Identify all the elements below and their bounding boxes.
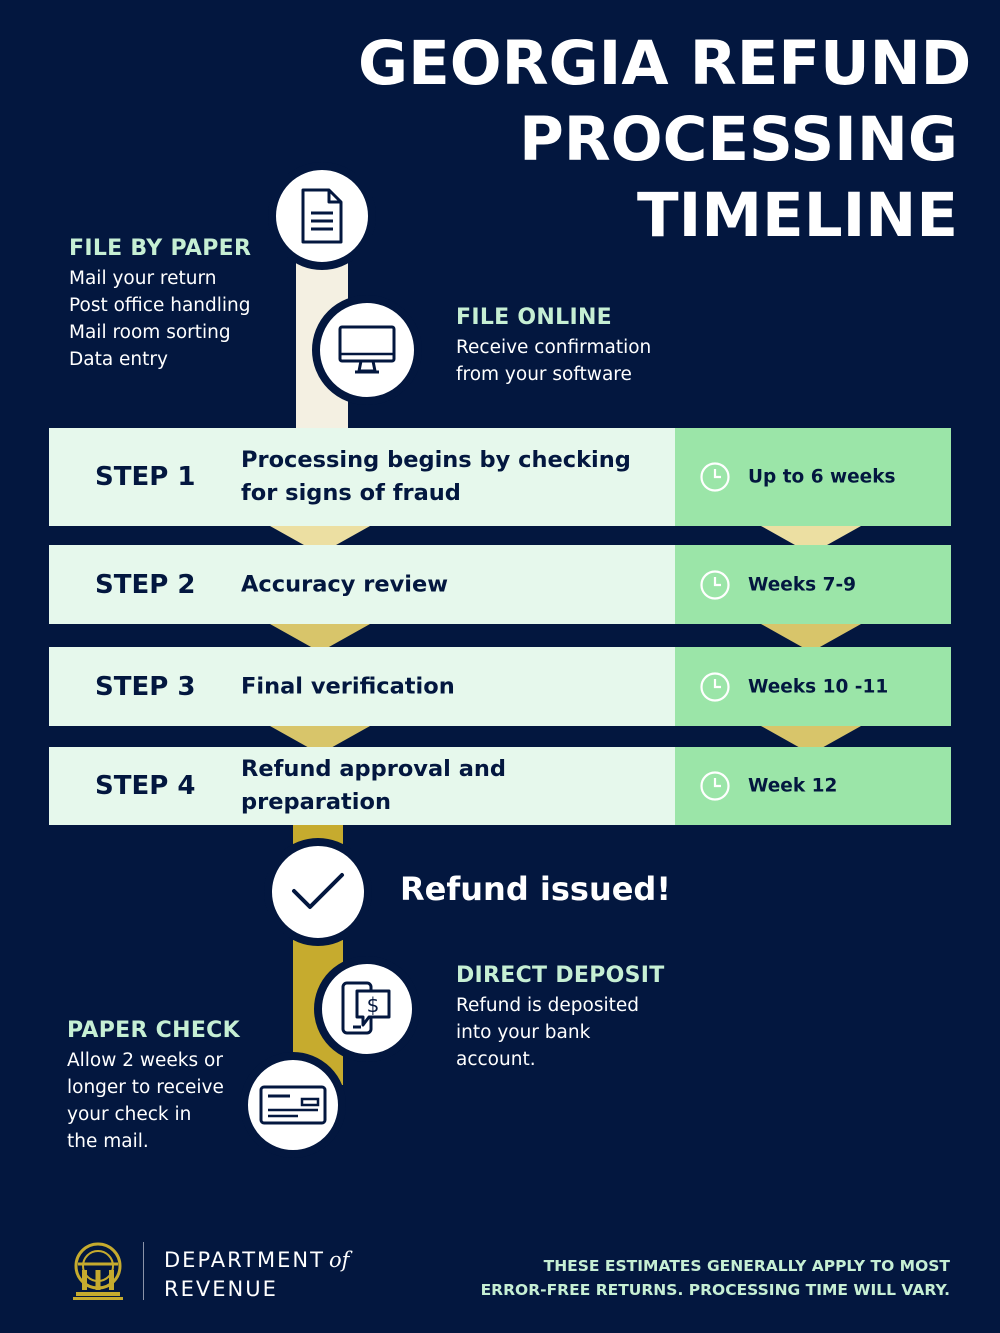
paper-check-heading: PAPER CHECK (67, 1018, 240, 1043)
direct-deposit-line: account. (456, 1049, 536, 1070)
file-by-paper-line: Mail your return (69, 268, 217, 289)
clock-icon (700, 671, 730, 702)
disclaimer-line-2: ERROR-FREE RETURNS. PROCESSING TIME WILL… (480, 1281, 950, 1299)
computer-monitor-icon (312, 295, 422, 405)
disclaimer-line-1: THESE ESTIMATES GENERALLY APPLY TO MOST (543, 1257, 950, 1275)
clock-icon (700, 462, 730, 492)
file-by-paper-line: Data entry (69, 349, 168, 370)
footer-divider (143, 1242, 144, 1300)
step-description: Final verification (241, 673, 455, 699)
direct-deposit-line: into your bank (456, 1022, 591, 1043)
direct-deposit-line: Refund is deposited (456, 995, 639, 1016)
file-by-paper-line: Post office handling (69, 295, 251, 316)
dept-line-2: REVENUE (164, 1277, 278, 1301)
dept-line-1: DEPARTMENT (164, 1248, 325, 1272)
step-description: Refund approval and preparation (241, 756, 507, 815)
paper-check-line: Allow 2 weeks or (67, 1050, 223, 1071)
step-row-2: STEP 2 Accuracy review Weeks 7-9 (49, 545, 951, 624)
title-line-2: PROCESSING (519, 104, 958, 175)
step-label: STEP 3 (95, 671, 196, 702)
step-description: Processing begins by checking for signs … (241, 447, 631, 506)
disclaimer: THESE ESTIMATES GENERALLY APPLY TO MOST … (481, 1254, 950, 1302)
paper-check-line: your check in (67, 1104, 192, 1125)
document-icon (268, 162, 376, 270)
title-line-1: GEORGIA REFUND (358, 28, 972, 99)
file-online-line: Receive confirmation (456, 337, 652, 358)
step-time: Up to 6 weeks (748, 466, 896, 488)
file-by-paper-line: Mail room sorting (69, 322, 231, 343)
step-time: Week 12 (748, 775, 838, 797)
check-card-icon (240, 1052, 346, 1158)
step-time: Weeks 7-9 (748, 574, 857, 595)
refund-issued-text: Refund issued! (400, 870, 671, 908)
file-online-heading: FILE ONLINE (456, 305, 612, 330)
clock-icon (700, 771, 730, 801)
step-label: STEP 4 (95, 771, 196, 801)
svg-text:$: $ (367, 993, 380, 1017)
step-label: STEP 1 (95, 462, 196, 492)
step-row-1: STEP 1 Processing begins by checking for… (49, 428, 951, 526)
georgia-seal-icon (73, 1242, 123, 1300)
checkmark-icon (264, 838, 372, 946)
direct-deposit-heading: DIRECT DEPOSIT (456, 963, 665, 988)
page-title: GEORGIA REFUND PROCESSING TIMELINE (358, 26, 972, 254)
step-row-3: STEP 3 Final verification Weeks 10 -11 (49, 647, 951, 726)
step-description: Accuracy review (241, 571, 449, 597)
step-label: STEP 2 (95, 569, 196, 600)
clock-icon (700, 569, 730, 600)
title-line-3: TIMELINE (637, 180, 958, 251)
file-by-paper-heading: FILE BY PAPER (69, 236, 252, 261)
dept-of: of (328, 1248, 350, 1272)
mobile-deposit-icon: $ (314, 956, 420, 1062)
step-row-4: STEP 4 Refund approval and preparation W… (49, 747, 951, 825)
file-online-line: from your software (456, 364, 632, 385)
step-time: Weeks 10 -11 (748, 676, 889, 697)
paper-check-line: longer to receive (67, 1077, 224, 1098)
paper-check-line: the mail. (67, 1131, 149, 1152)
